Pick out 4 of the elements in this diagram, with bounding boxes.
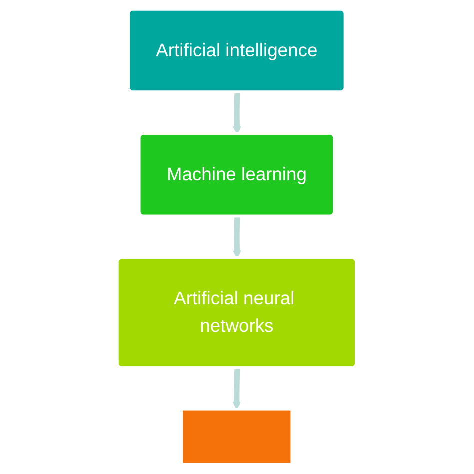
- node-box: [180, 408, 294, 466]
- arrow: [232, 368, 242, 410]
- arrow: [233, 92, 242, 134]
- arrow: [233, 216, 242, 259]
